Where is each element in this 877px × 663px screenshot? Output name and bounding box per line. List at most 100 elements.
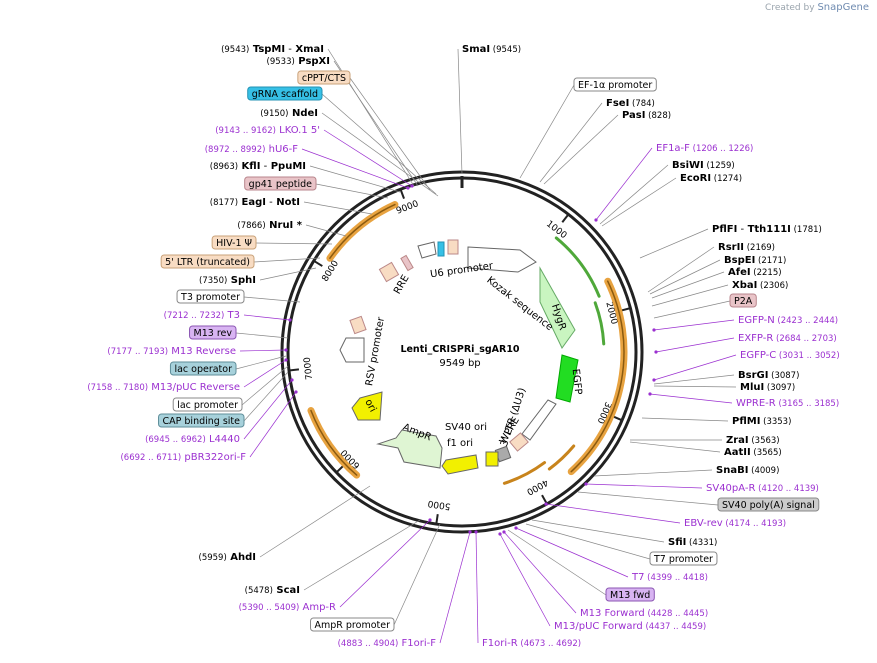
label-text: (9150) NdeI — [260, 108, 318, 119]
feature-box — [169, 361, 237, 376]
label-text: M13 rev — [194, 328, 233, 339]
label-text: (6945 .. 6962) L4440 — [145, 434, 240, 445]
label-text: lac operator — [174, 364, 232, 375]
enzyme-label-fsei: FseI (784) — [606, 98, 655, 109]
leader-line — [243, 371, 289, 422]
leader-line — [323, 129, 413, 187]
label-pos: (4331) — [686, 538, 717, 548]
label-name: M13/pUC Reverse — [148, 382, 240, 393]
primer-label-f1ori-f: (4883 .. 4904) F1ori-F — [338, 638, 437, 649]
feature-box — [244, 176, 317, 191]
leader-line — [595, 147, 653, 221]
feature-box — [297, 70, 351, 85]
label-pos: (2215) — [751, 268, 782, 278]
label-text: EcoRI (1274) — [680, 173, 742, 184]
label-name: PasI — [622, 110, 645, 121]
label-name: AmpR promoter — [315, 620, 391, 631]
rre-shape — [400, 254, 414, 272]
label-range: (4120 .. 4139) — [755, 484, 818, 494]
enzyme-label-ecori: EcoRI (1274) — [680, 173, 742, 184]
u6-shape — [417, 241, 437, 259]
label-text: lac promoter — [177, 400, 238, 411]
label-name: pBR322ori-F — [181, 452, 246, 463]
label-text: F1ori-R (4673 .. 4692) — [482, 638, 581, 649]
label-name: HIV-1 Ψ — [216, 238, 252, 249]
leader-line — [249, 391, 297, 458]
enzyme-label-pspxi: (9533) PspXI — [267, 56, 330, 67]
leader-line — [303, 201, 373, 215]
label-range: (7177 .. 7193) — [107, 347, 168, 357]
label-text: cPPT/CTS — [302, 73, 346, 84]
feature-box — [172, 397, 243, 412]
label-name: AhdI — [227, 552, 256, 563]
label-text: SnaBI (4009) — [716, 465, 779, 476]
label-text: PflFI - Tth111I (1781) — [712, 224, 822, 235]
label-name: EF1a-F — [656, 143, 690, 154]
label-name: EagI — [238, 197, 266, 208]
label-pos: (5478) — [245, 586, 273, 596]
leader-line — [601, 177, 677, 227]
f1-ori-shape — [441, 454, 479, 475]
label-name: RsrII — [718, 242, 744, 253]
box-label-hiv-1: HIV-1 Ψ — [211, 235, 257, 250]
leader-line — [507, 529, 607, 596]
label-pos: (7866) — [237, 221, 265, 231]
primer-label-ebv-rev: EBV-rev (4174 .. 4193) — [684, 518, 786, 529]
label-text: SfiI (4331) — [668, 537, 717, 548]
label-range: (4174 .. 4193) — [723, 519, 786, 529]
enzyme-label-pflmi: PflMI (3353) — [732, 416, 791, 427]
enzyme-label-bsrgi: BsrGI (3087) — [738, 370, 799, 381]
label-name: EcoRI — [680, 173, 711, 184]
leader-line — [519, 84, 575, 179]
enzyme-label-scai: (5478) ScaI — [245, 585, 300, 596]
label-text: AfeI (2215) — [728, 267, 782, 278]
label-name: M13/pUC Forward — [554, 621, 643, 632]
label-text: (5959) AhdI — [199, 552, 256, 563]
enzyme-label-xbai: XbaI (2306) — [732, 280, 788, 291]
tick-mark — [335, 464, 345, 474]
label-text: (9543) TspMI - XmaI — [221, 44, 324, 55]
label-text: (7212 .. 7232) T3 — [164, 310, 240, 321]
label-range: (8972 .. 8992) — [205, 145, 266, 155]
label-name: EF-1α promoter — [578, 80, 652, 91]
leader-line — [235, 355, 287, 370]
leader-line — [649, 259, 721, 295]
label-range: (4883 .. 4904) — [338, 639, 399, 649]
feature-box — [310, 617, 395, 632]
primer-site — [584, 482, 588, 486]
leader-line — [629, 441, 721, 453]
ampr-shape — [376, 429, 443, 469]
enzyme-label-afei: AfeI (2215) — [728, 267, 782, 278]
feature-box — [649, 551, 718, 566]
leader-line — [309, 165, 401, 193]
label-text: AatII (3565) — [724, 447, 782, 458]
label-text: BsrGI (3087) — [738, 370, 799, 381]
inner-features — [339, 239, 579, 475]
label-text: WPRE-R (3165 .. 3185) — [736, 398, 839, 409]
feature-arcs — [307, 201, 628, 485]
enzyme-label-snabi: SnaBI (4009) — [716, 465, 779, 476]
feature-box — [160, 254, 255, 269]
sv40-ori-shape — [485, 451, 499, 467]
feature-box — [605, 587, 655, 602]
enzyme-label-mlui: MluI (3097) — [740, 382, 795, 393]
label-pos: (1274) — [711, 174, 742, 184]
label-range: (1206 .. 1226) — [690, 144, 753, 154]
feature-box — [211, 235, 257, 250]
label-pos: (3353) — [760, 417, 791, 427]
leader-line — [499, 533, 551, 627]
leader-line — [439, 531, 471, 644]
feature-label-rsv-promoter: RSV promoter — [364, 315, 387, 386]
label-text: T3 promoter — [180, 292, 240, 303]
leader-line — [639, 228, 709, 259]
feature-box — [158, 413, 245, 428]
label-name: L4440 — [206, 434, 240, 445]
snapgene-credit: Created by SnapGene — [765, 2, 869, 13]
tick-mark — [620, 307, 631, 312]
label-text: (7866) NruI * — [237, 220, 302, 231]
box-label-lac-promoter: lac promoter — [172, 397, 243, 412]
orange-arc-ampr — [307, 407, 361, 479]
feature-box — [729, 293, 757, 308]
label-range: (7212 .. 7232) — [164, 311, 225, 321]
label-text: BspEI (2171) — [724, 255, 786, 266]
